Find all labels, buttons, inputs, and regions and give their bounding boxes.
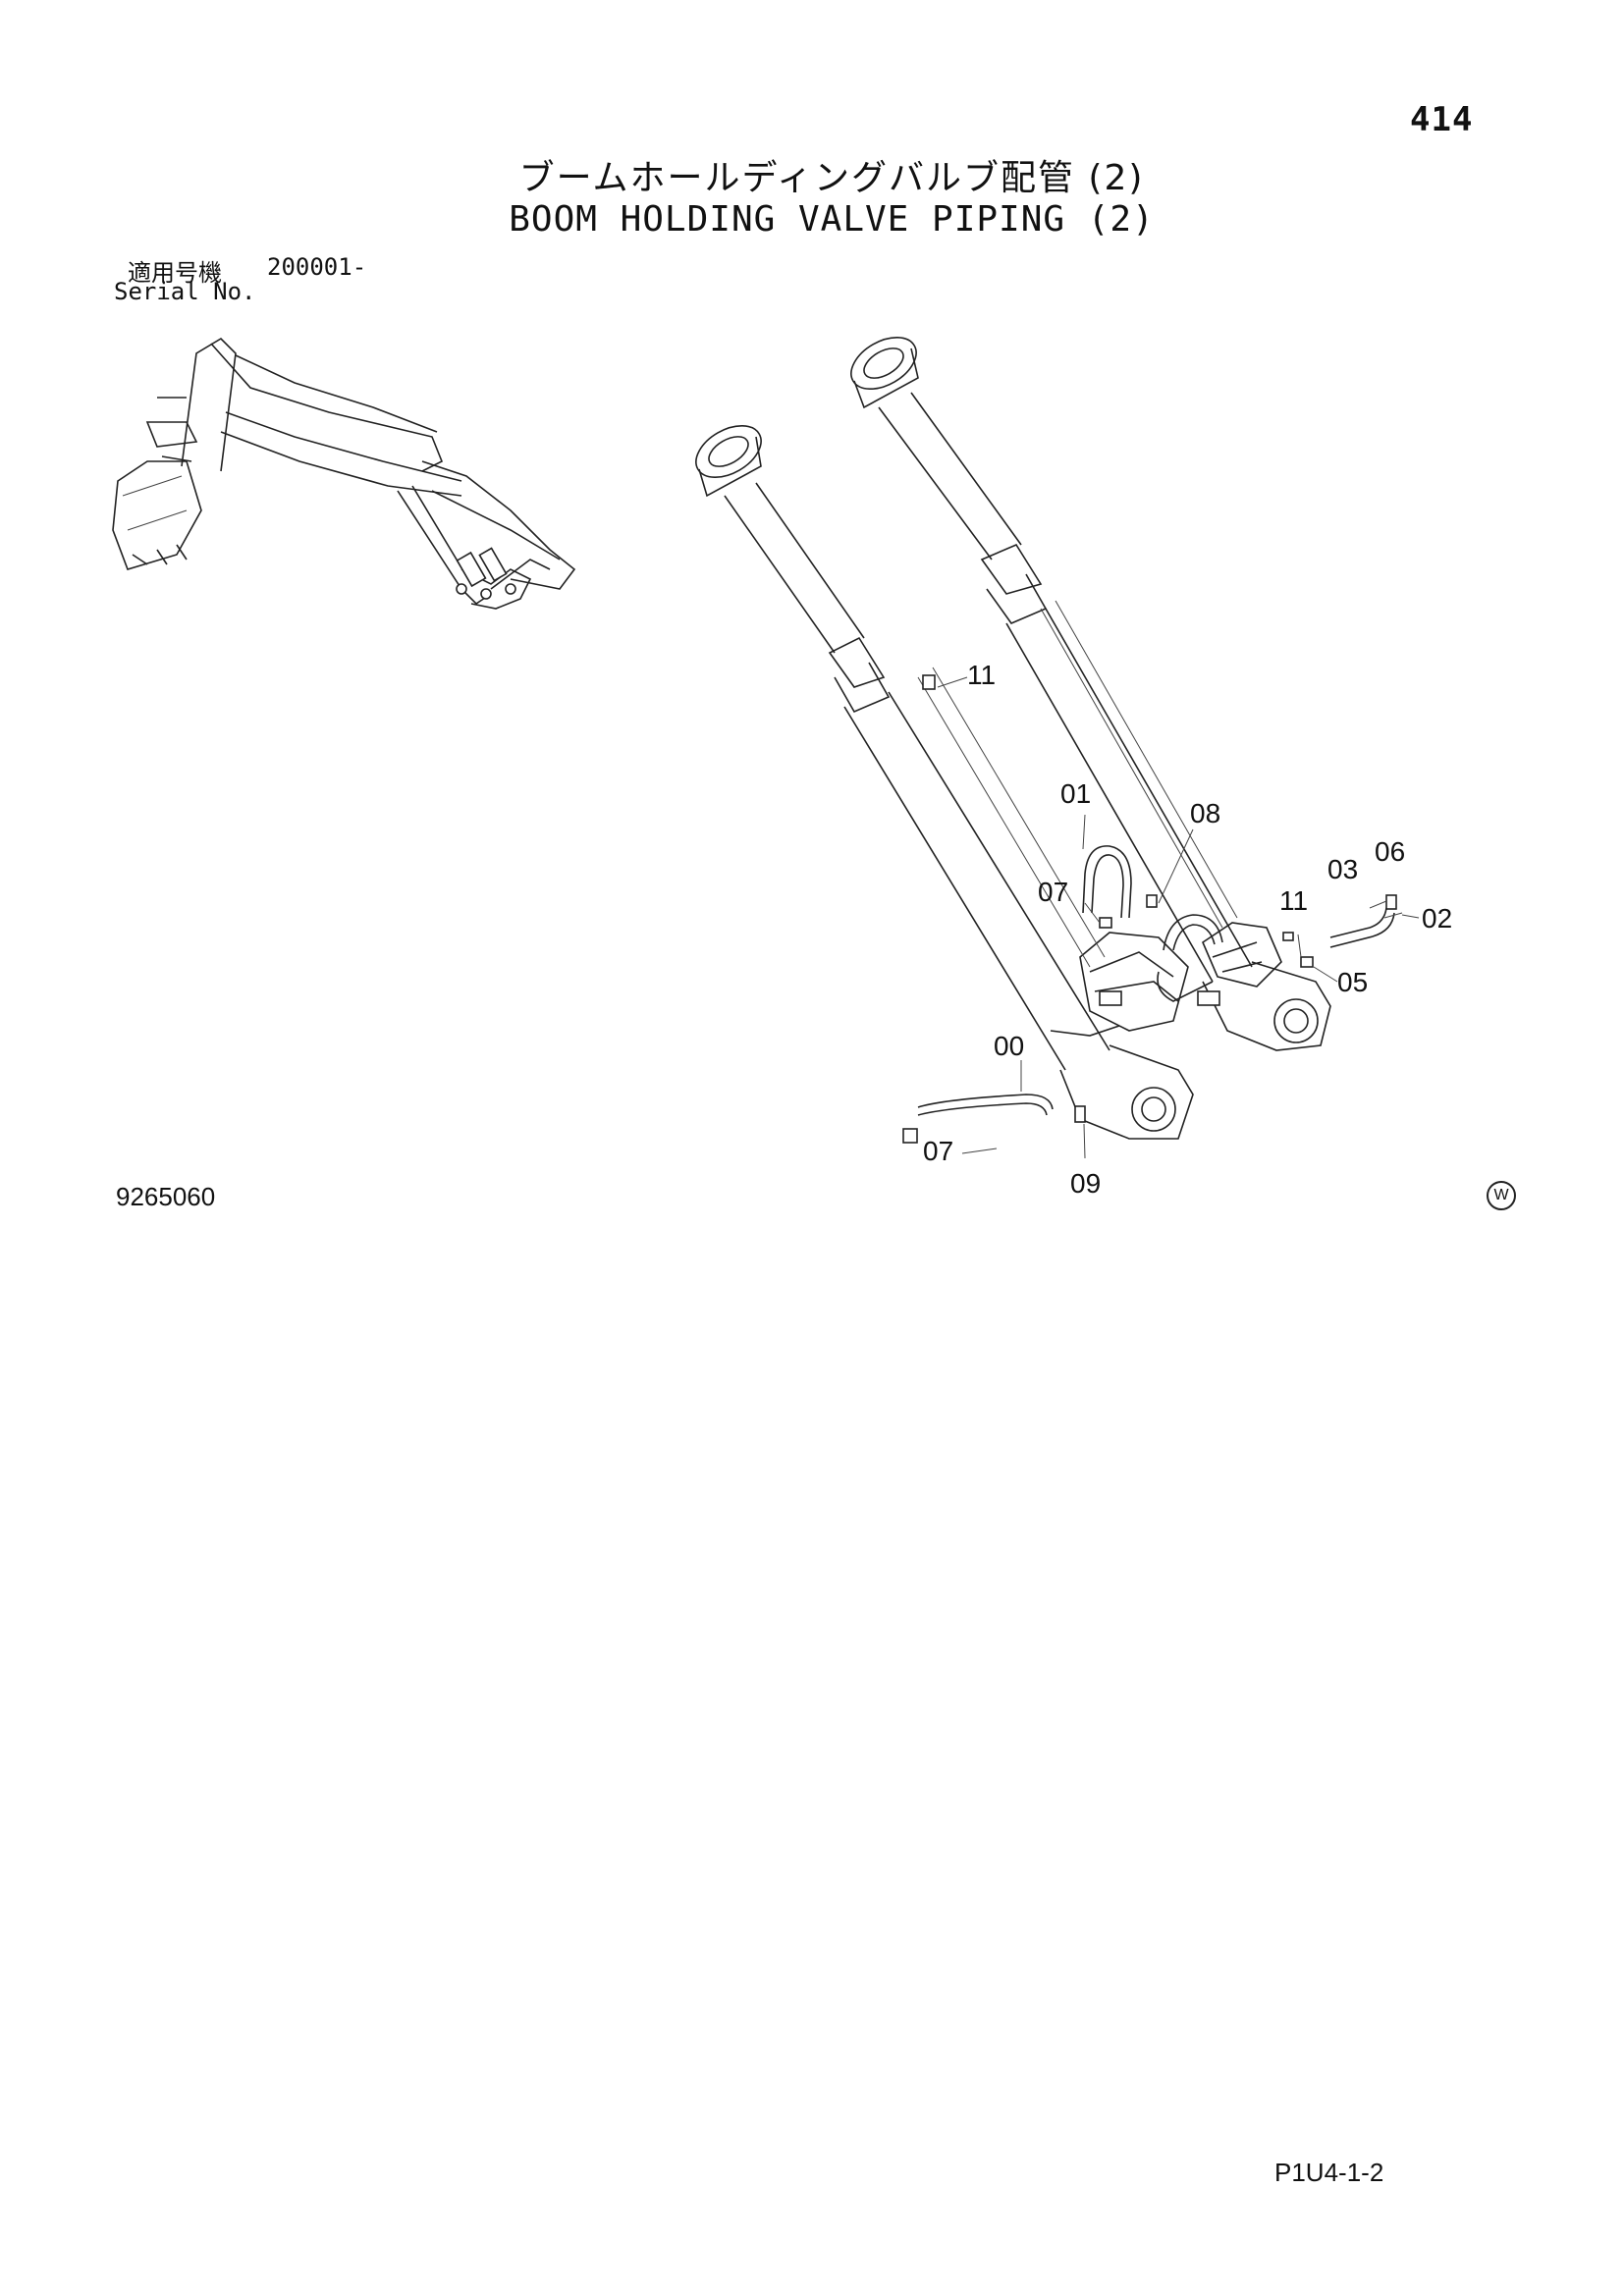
callout-01: 01 xyxy=(1060,778,1091,809)
boom-cylinder-right xyxy=(850,336,1331,1051)
valve-assembly xyxy=(1079,922,1282,1032)
callout-08: 08 xyxy=(1190,798,1220,828)
serial-label-japanese: 適用号機 xyxy=(128,259,222,287)
drawing-number: 9265060 xyxy=(116,1182,216,1211)
page-title-english: BOOM HOLDING VALVE PIPING (2) xyxy=(509,199,1155,240)
callout-leaders xyxy=(937,676,1420,1159)
callout-07-lower: 07 xyxy=(923,1136,953,1166)
serial-label-english: Serial No. xyxy=(114,278,256,305)
callout-09: 09 xyxy=(1070,1168,1101,1199)
page-number: 414 xyxy=(1410,100,1474,139)
callout-05: 05 xyxy=(1337,967,1368,997)
sheet-code: P1U4-1-2 xyxy=(1274,2158,1384,2187)
page-title-japanese: ブームホールディングバルブ配管 (2) xyxy=(518,158,1145,198)
boom-cylinder-left xyxy=(695,424,1194,1140)
pipe-routing xyxy=(902,600,1397,1144)
callout-11-lower: 11 xyxy=(1279,885,1308,916)
callout-07-upper: 07 xyxy=(1038,877,1068,907)
excavator-arm-sketch xyxy=(112,337,576,610)
callout-00: 00 xyxy=(994,1031,1024,1061)
callout-02: 02 xyxy=(1422,903,1452,934)
callout-06: 06 xyxy=(1375,836,1405,867)
callout-03: 03 xyxy=(1327,854,1358,884)
w-circle-mark: W xyxy=(1487,1181,1516,1210)
serial-range: 200001- xyxy=(267,253,367,281)
callout-11-upper: 11 xyxy=(967,660,996,690)
